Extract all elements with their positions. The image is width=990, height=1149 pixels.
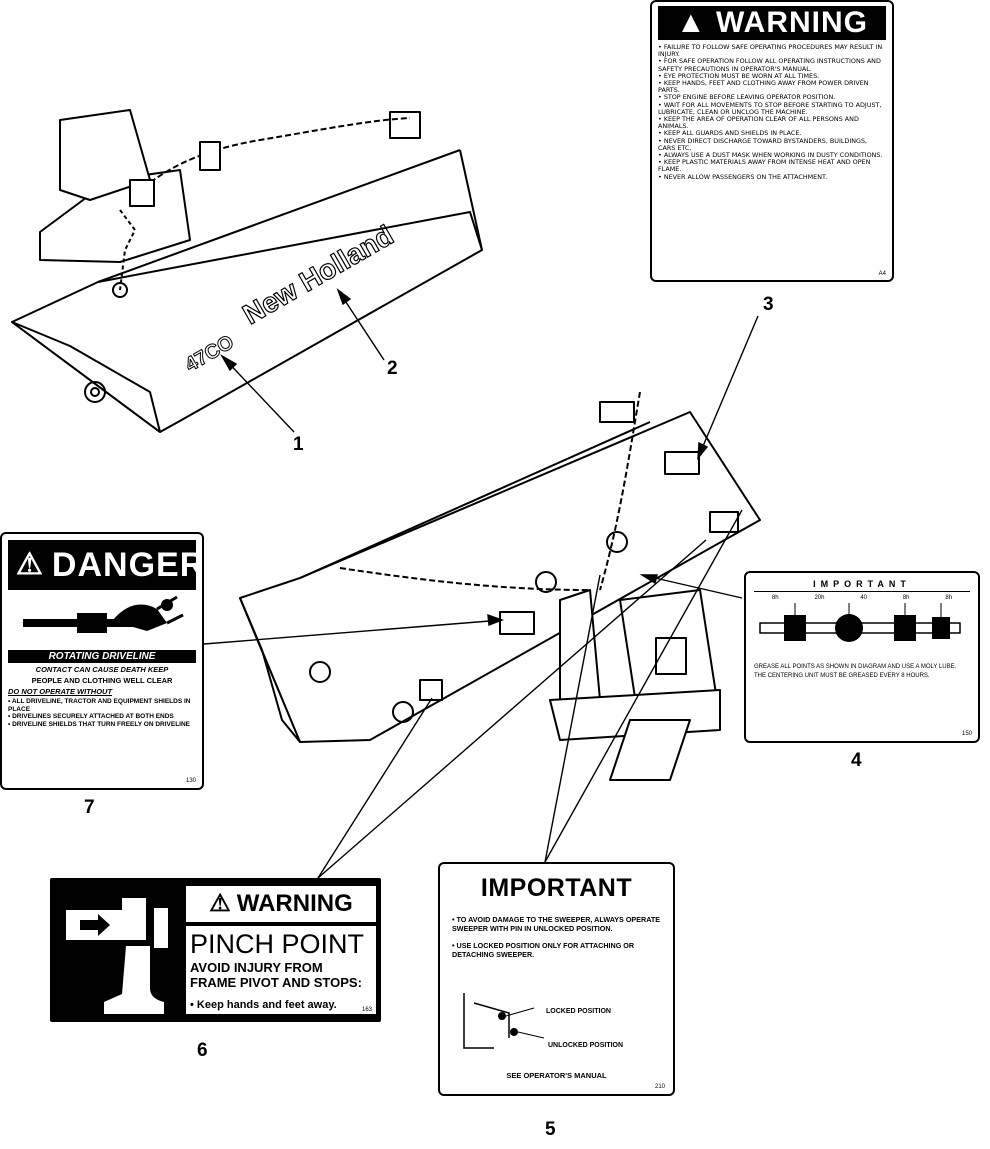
callout-6: 6 (197, 1040, 208, 1061)
driveline-entanglement-icon (8, 590, 196, 650)
list-item: Wait for all movements to stop before st… (658, 101, 886, 116)
important-text-1: To avoid damage to the sweeper, always o… (452, 915, 661, 933)
grease-interval-labels: 8h 20h 40 8h 8h (754, 595, 970, 601)
list-item: Keep hands, feet and clothing away from … (658, 79, 886, 94)
interval-label: 20h (814, 595, 825, 601)
leader-3-arrow (697, 441, 709, 461)
warning-decal: ▲ WARNING Failure to follow safe operati… (650, 0, 894, 282)
sweeper-illustration (239, 391, 761, 781)
important-paragraph-1: • To avoid damage to the sweeper, always… (452, 915, 661, 933)
leader-3 (697, 315, 759, 459)
list-item: Failure to follow safe operating procedu… (658, 43, 886, 58)
pin-position-diagram-icon (463, 993, 544, 1049)
important-pin-decal: IMPORTANT • To avoid damage to the sweep… (438, 862, 675, 1096)
pinch-point-decal: ⚠ WARNING PINCH POINT AVOID INJURY FROM … (50, 878, 381, 1022)
pinch-line-1: AVOID INJURY FROM (190, 960, 323, 975)
pinch-text-panel: ⚠ WARNING PINCH POINT AVOID INJURY FROM … (186, 886, 376, 1014)
unlocked-position-label: UNLOCKED POSITION (548, 1042, 624, 1049)
pinch-bullet: • Keep hands and feet away. (190, 999, 337, 1011)
danger-line-2: PEOPLE AND CLOTHING WELL CLEAR (31, 676, 173, 685)
important-small-header: IMPORTANT (754, 579, 970, 592)
danger-header-text: DANGER (51, 546, 204, 584)
locked-position-label: LOCKED POSITION (546, 1008, 611, 1015)
warning-triangle-icon: ▲ (675, 6, 707, 39)
leader-7-arrow (487, 613, 505, 626)
pinch-title: PINCH POINT (190, 929, 365, 959)
interval-label: 8h (771, 595, 779, 601)
list-item: Never direct discharge toward bystanders… (658, 137, 886, 152)
leader-lines (203, 288, 759, 879)
grease-instruction-2: The centering unit must be greased every… (754, 673, 930, 679)
important-paragraph-2: • Use locked position only for attaching… (452, 941, 635, 959)
important-large-header: IMPORTANT (480, 874, 633, 902)
pinch-warning-header-text: WARNING (236, 890, 353, 917)
callout-2: 2 (387, 358, 398, 379)
list-item: Never allow passengers on the attachment… (658, 173, 886, 181)
pinch-foot-icon (52, 880, 182, 1020)
danger-decal: ⚠ DANGER ROTATING DRIVELINE CONTACT CAN … (0, 532, 204, 790)
list-item: Keep plastic materials away from intense… (658, 159, 886, 174)
leader-1-arrow (220, 354, 238, 372)
interval-label: 8h (902, 595, 910, 601)
callout-5: 5 (545, 1119, 556, 1140)
warning-list: Failure to follow safe operating procedu… (658, 43, 886, 181)
list-item: Keep the area of operation clear of all … (658, 115, 886, 130)
leader-6b (317, 539, 707, 879)
list-item: DRIVELINES SECURELY ATTACHED AT BOTH END… (8, 713, 196, 721)
leader-2-arrow (336, 288, 352, 306)
decal-code: 163 (361, 1007, 372, 1013)
list-item: DRIVELINE SHIELDS THAT TURN FREELY ON DR… (8, 721, 196, 729)
danger-line-3: DO NOT OPERATE WITHOUT (8, 687, 113, 696)
warning-header: ▲ WARNING (658, 6, 886, 40)
danger-header: ⚠ DANGER (8, 540, 202, 590)
leader-4-arrow (639, 574, 658, 585)
danger-line-1: CONTACT CAN CAUSE DEATH KEEP (35, 665, 169, 674)
list-item: Keep all guards and shields in place. (658, 130, 886, 137)
list-item: Always use a dust mask when working in d… (658, 151, 886, 159)
decal-code: A4 (878, 271, 886, 277)
leader-5b (544, 509, 743, 863)
important-text-2: Use locked position only for attaching o… (452, 941, 635, 959)
callout-3: 3 (763, 294, 774, 315)
leader-5a (544, 574, 601, 863)
interval-label: 8h (945, 595, 953, 601)
danger-list: ALL DRIVELINE, TRACTOR AND EQUIPMENT SHI… (8, 698, 196, 728)
warning-triangle-icon: ⚠ (209, 890, 231, 917)
list-item: For safe operation follow all operating … (658, 58, 886, 73)
warning-header-text: WARNING (716, 6, 869, 39)
leader-1 (221, 355, 295, 433)
danger-triangle-icon: ⚠ (16, 548, 44, 581)
leader-4 (641, 574, 743, 599)
callout-4: 4 (851, 750, 862, 771)
callout-1: 1 (293, 434, 304, 455)
leader-6a (317, 697, 433, 879)
callout-7: 7 (84, 797, 95, 818)
driveline-diagram-icon (759, 603, 961, 642)
manual-reference: SEE OPERATOR'S MANUAL (506, 1071, 607, 1080)
important-grease-decal: IMPORTANT 8h 20h 40 8h 8h Grease all poi… (744, 571, 980, 743)
decal-code: 150 (961, 731, 972, 737)
list-item: Eye protection must be worn at all times… (658, 72, 886, 80)
decal-code: 210 (654, 1084, 665, 1090)
pinch-line-2: FRAME PIVOT AND STOPS: (190, 975, 362, 990)
list-item: Stop engine before leaving operator posi… (658, 94, 886, 101)
mower-illustration (11, 109, 483, 433)
list-item: ALL DRIVELINE, TRACTOR AND EQUIPMENT SHI… (8, 698, 196, 713)
leader-7 (203, 619, 503, 645)
interval-label: 40 (860, 595, 867, 601)
danger-subheader: ROTATING DRIVELINE (8, 650, 196, 663)
pinch-warning-header: ⚠ WARNING (186, 886, 376, 926)
decal-code: 130 (185, 778, 196, 784)
grease-instruction-1: Grease all points as shown in diagram an… (754, 664, 957, 670)
